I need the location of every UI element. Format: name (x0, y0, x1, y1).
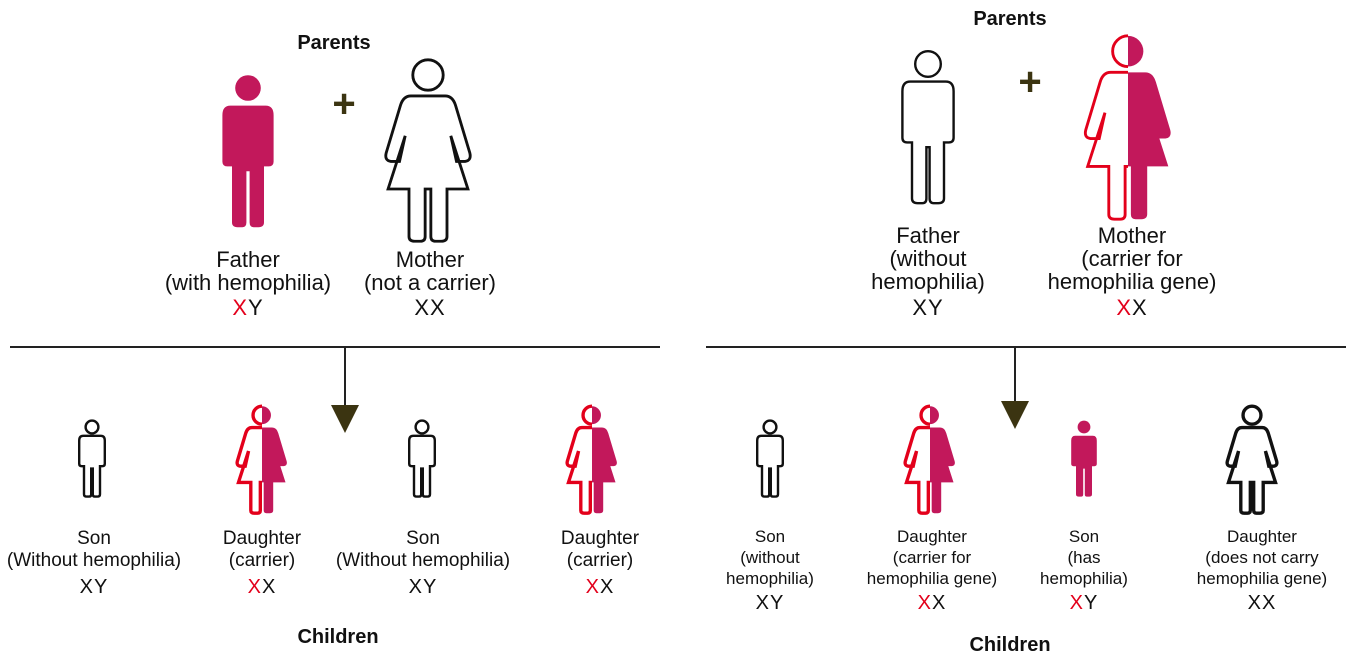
left-pedigree-panel: Parents + Father (with hemophilia) XY Mo… (2, 32, 670, 648)
mother-label: Mother (carrier for hemophilia gene) (1047, 223, 1217, 294)
mother-genotype: XX (340, 296, 520, 320)
child-3-genotype: XY (328, 576, 518, 598)
father-label: Father (without hemophilia) (871, 223, 985, 294)
child-4-genotype: XX (530, 576, 670, 598)
generation-line (706, 346, 1346, 348)
allele: Y (770, 592, 785, 614)
child-1-genotype: XY (2, 576, 186, 598)
child-1-label: Son (Without hemophilia) (6, 528, 182, 571)
daughter-carrier-icon (902, 404, 958, 516)
father-genotype: XY (848, 296, 1008, 320)
child-4-label: Daughter (does not carry hemophilia gene… (1196, 527, 1328, 588)
allele: X (408, 576, 423, 598)
allele: X (1132, 295, 1148, 320)
child-2-genotype: XX (852, 592, 1012, 614)
affected-x-allele: X (1069, 592, 1084, 614)
right-pedigree-panel: Parents + Father (without hemophilia) XY… (676, 0, 1352, 661)
allele: X (430, 295, 446, 320)
child-1-label: Son (without hemophilia) (726, 527, 814, 588)
down-arrow-icon (1000, 347, 1030, 429)
child-2-genotype: XX (196, 576, 328, 598)
father-genotype: XY (138, 296, 358, 320)
mother-carrier-icon (1080, 28, 1176, 228)
children-heading: Children (297, 626, 379, 648)
allele: X (912, 295, 928, 320)
child-1-genotype: XY (712, 592, 828, 614)
allele: Y (928, 295, 944, 320)
allele: X (1262, 592, 1277, 614)
child-2-label: Daughter (carrier for hemophilia gene) (866, 527, 998, 588)
child-4-genotype: XX (1180, 592, 1344, 614)
affected-x-allele: X (232, 295, 248, 320)
down-arrow-icon (330, 347, 360, 433)
affected-x-allele: X (247, 576, 262, 598)
allele: X (600, 576, 615, 598)
child-2-label: Daughter (carrier) (222, 528, 302, 571)
daughter-carrier-icon (234, 404, 290, 516)
allele: X (1247, 592, 1262, 614)
child-3-genotype: XY (1024, 592, 1144, 614)
allele: X (79, 576, 94, 598)
allele: X (262, 576, 277, 598)
generation-line (10, 346, 660, 348)
allele: X (755, 592, 770, 614)
children-heading: Children (969, 634, 1051, 656)
allele: Y (94, 576, 109, 598)
plus-sign: + (332, 82, 356, 126)
son-affected-icon (1064, 400, 1104, 518)
mother-genotype: XX (1032, 296, 1232, 320)
father-label: Father (with hemophilia) (164, 247, 332, 295)
child-4-label: Daughter (carrier) (560, 528, 640, 571)
daughter-carrier-icon (564, 404, 620, 516)
mother-unaffected-icon (380, 56, 476, 246)
father-unaffected-icon (888, 28, 968, 228)
father-affected-icon (208, 52, 288, 252)
allele: X (932, 592, 947, 614)
child-3-label: Son (Without hemophilia) (335, 528, 511, 571)
son-unaffected-icon (402, 400, 442, 518)
daughter-unaffected-icon (1224, 404, 1280, 516)
allele: Y (423, 576, 438, 598)
affected-x-allele: X (1116, 295, 1132, 320)
son-unaffected-icon (72, 400, 112, 518)
son-unaffected-icon (750, 400, 790, 518)
mother-label: Mother (not a carrier) (363, 247, 497, 295)
plus-sign: + (1018, 60, 1042, 104)
allele: Y (248, 295, 264, 320)
affected-x-allele: X (585, 576, 600, 598)
affected-x-allele: X (917, 592, 932, 614)
parents-heading: Parents (297, 32, 371, 54)
parents-heading: Parents (973, 8, 1047, 30)
allele: Y (1084, 592, 1099, 614)
allele: X (414, 295, 430, 320)
child-3-label: Son (has hemophilia) (1040, 527, 1128, 588)
